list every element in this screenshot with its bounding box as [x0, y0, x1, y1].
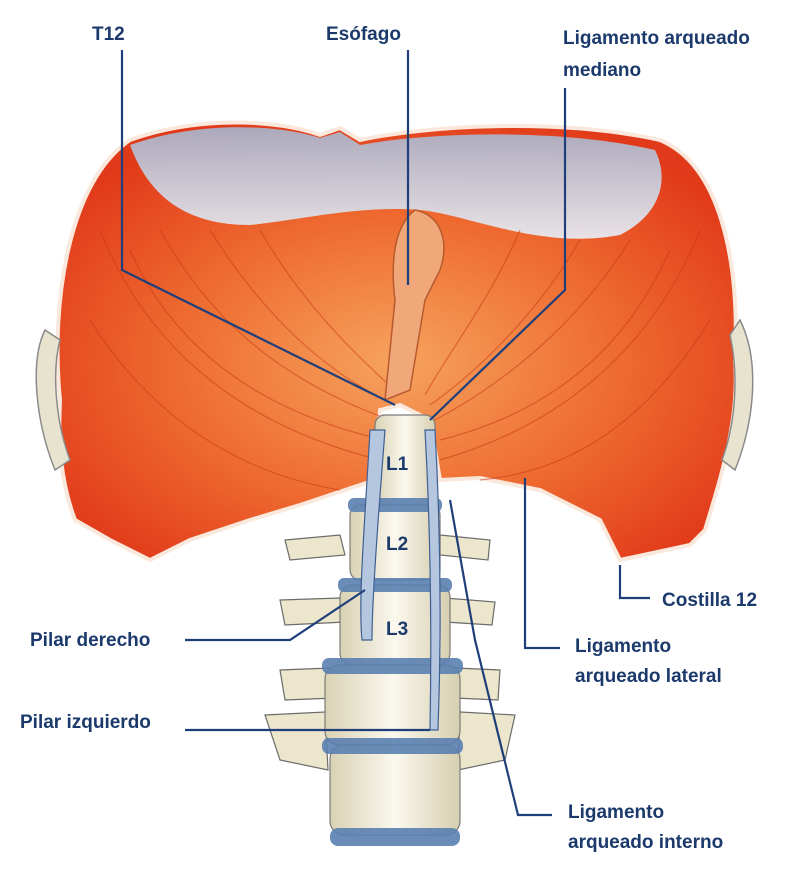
- label-ligamento-arqueado-mediano-line2: mediano: [563, 60, 641, 81]
- label-ligamento-arqueado-lateral-line1: Ligamento: [575, 636, 671, 657]
- vertebra-label-l3: L3: [386, 619, 408, 640]
- label-pilar-izquierdo: Pilar izquierdo: [20, 712, 151, 733]
- vertebra-label-l2: L2: [386, 534, 408, 555]
- label-costilla-12: Costilla 12: [662, 590, 757, 611]
- leader-lines: [120, 50, 650, 817]
- label-ligamento-arqueado-interno-line1: Ligamento: [568, 802, 664, 823]
- left-rib-edge: [35, 328, 71, 472]
- right-rib-edge: [721, 318, 754, 472]
- central-tendon: [130, 127, 662, 239]
- label-esofago: Esófago: [326, 24, 401, 45]
- label-ligamento-arqueado-lateral-line2: arqueado lateral: [575, 666, 722, 687]
- muscle-fibers: [89, 229, 711, 491]
- label-pilar-derecho: Pilar derecho: [30, 630, 150, 651]
- esophagus: [384, 209, 445, 402]
- vertebra-label-l1: L1: [386, 454, 409, 475]
- label-ligamento-arqueado-interno-line2: arqueado interno: [568, 832, 723, 853]
- label-ligamento-arqueado-mediano-line1: Ligamento arqueado: [563, 28, 750, 49]
- label-t12: T12: [92, 24, 125, 45]
